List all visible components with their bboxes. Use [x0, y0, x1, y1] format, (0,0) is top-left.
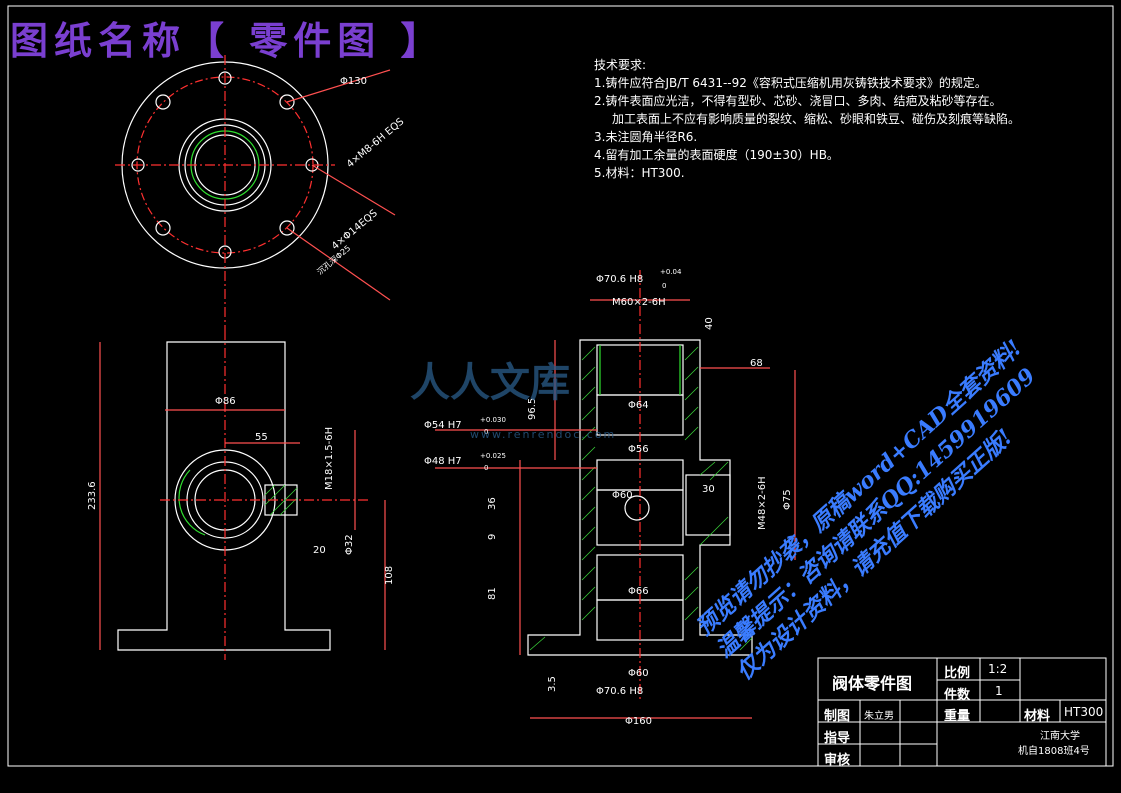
tol54-lower: 0	[484, 428, 488, 436]
tb-drawn-label: 制图	[824, 709, 851, 724]
tb-scale-label: 比例	[944, 666, 971, 681]
tb-material-label: 材料	[1024, 709, 1051, 724]
tech-heading: 技术要求:	[594, 58, 647, 72]
drawing-frame	[7, 5, 1114, 767]
dim-55: 55	[255, 432, 268, 443]
dim-m18: M18×1.5-6H	[324, 427, 335, 490]
tech-line-3: 加工表面上不应有影响质量的裂纹、缩松、砂眼和铁豆、碰伤及刻痕等缺陷。	[612, 112, 1021, 126]
dim-phi32: Φ32	[344, 534, 355, 555]
dim-phi56: Φ56	[628, 444, 649, 455]
watermark-url: www.renrendoc.com	[470, 428, 617, 441]
dim-phi54: Φ54 H7	[424, 420, 462, 431]
dim-phi60-bot: Φ60	[628, 668, 649, 679]
section-view	[435, 270, 796, 719]
tech-line-4: 3.未注圆角半径R6.	[594, 130, 698, 144]
watermark-brand: 人人文库	[410, 360, 570, 406]
dim-36: 36	[487, 497, 498, 510]
tech-line-1: 1.铸件应符合JB/T 6431--92《容积式压缩机用灰铸铁技术要求》的规定。	[594, 76, 987, 90]
tech-line-6: 5.材料：HT300.	[594, 166, 685, 180]
tb-school: 江南大学	[1040, 731, 1080, 742]
tol-top-lower: 0	[662, 282, 666, 290]
drawing-title: 图纸名称【 零件图 】	[10, 18, 445, 63]
dim-3-5: 3.5	[547, 676, 558, 692]
dim-phi130: Φ130	[340, 76, 367, 87]
tol-top-upper: +0.04	[660, 268, 682, 276]
dim-20: 20	[313, 545, 326, 556]
dim-m48: M48×2-6H	[757, 476, 768, 530]
tol54-upper: +0.030	[480, 416, 506, 424]
dim-phi75: Φ75	[782, 489, 793, 510]
dim-81: 81	[487, 587, 498, 600]
tb-drawn-name: 朱立男	[864, 711, 894, 722]
dim-phi70-top: Φ70.6 H8	[596, 274, 643, 285]
tb-scale-value: 1:2	[988, 662, 1008, 676]
tb-qty-label: 件数	[944, 688, 971, 703]
dim-phi160: Φ160	[625, 716, 652, 727]
dim-phi60-mid: Φ60	[612, 490, 633, 501]
tech-line-5: 4.留有加工余量的表面硬度（190±30）HB。	[594, 148, 839, 162]
tol48-upper: +0.025	[480, 452, 506, 460]
tb-part-name: 阀体零件图	[832, 674, 913, 693]
front-view	[99, 330, 386, 660]
dim-phi48: Φ48 H7	[424, 456, 462, 467]
tol48-lower: 0	[484, 464, 488, 472]
dim-68: 68	[750, 358, 763, 369]
dim-thread-4m8: 4×M8-6H EQS	[345, 116, 406, 170]
dim-233: 233.6	[87, 481, 98, 510]
dim-108: 108	[384, 566, 395, 585]
tech-line-2: 2.铸件表面应光洁，不得有型砂、芯砂、浇冒口、多肉、结疤及粘砂等存在。	[594, 94, 1002, 108]
title-block	[817, 657, 1107, 767]
dim-30: 30	[702, 484, 715, 495]
dim-96: 96.5	[527, 398, 538, 420]
dim-phi70-bot: Φ70.6 H8	[596, 686, 643, 697]
dim-phi64: Φ64	[628, 400, 649, 411]
tb-review-label: 审核	[824, 753, 851, 768]
dim-m60: M60×2-6H	[612, 297, 666, 308]
tb-material-value: HT300	[1064, 705, 1104, 719]
dim-40: 40	[704, 317, 715, 330]
tb-qty-value: 1	[995, 684, 1003, 698]
tb-weight-label: 重量	[944, 709, 971, 724]
dim-phi86: Φ86	[215, 396, 236, 407]
top-view	[115, 55, 396, 330]
tech-requirements: 技术要求: 1.铸件应符合JB/T 6431--92《容积式压缩机用灰铸铁技术要…	[594, 56, 1020, 182]
dim-phi66: Φ66	[628, 586, 649, 597]
tb-class-info: 机自1808班4号	[1018, 746, 1090, 757]
tb-guide-label: 指导	[824, 731, 851, 746]
dim-holes-4phi14: 4×Φ14EQS	[330, 208, 380, 252]
dim-9: 9	[487, 534, 498, 540]
